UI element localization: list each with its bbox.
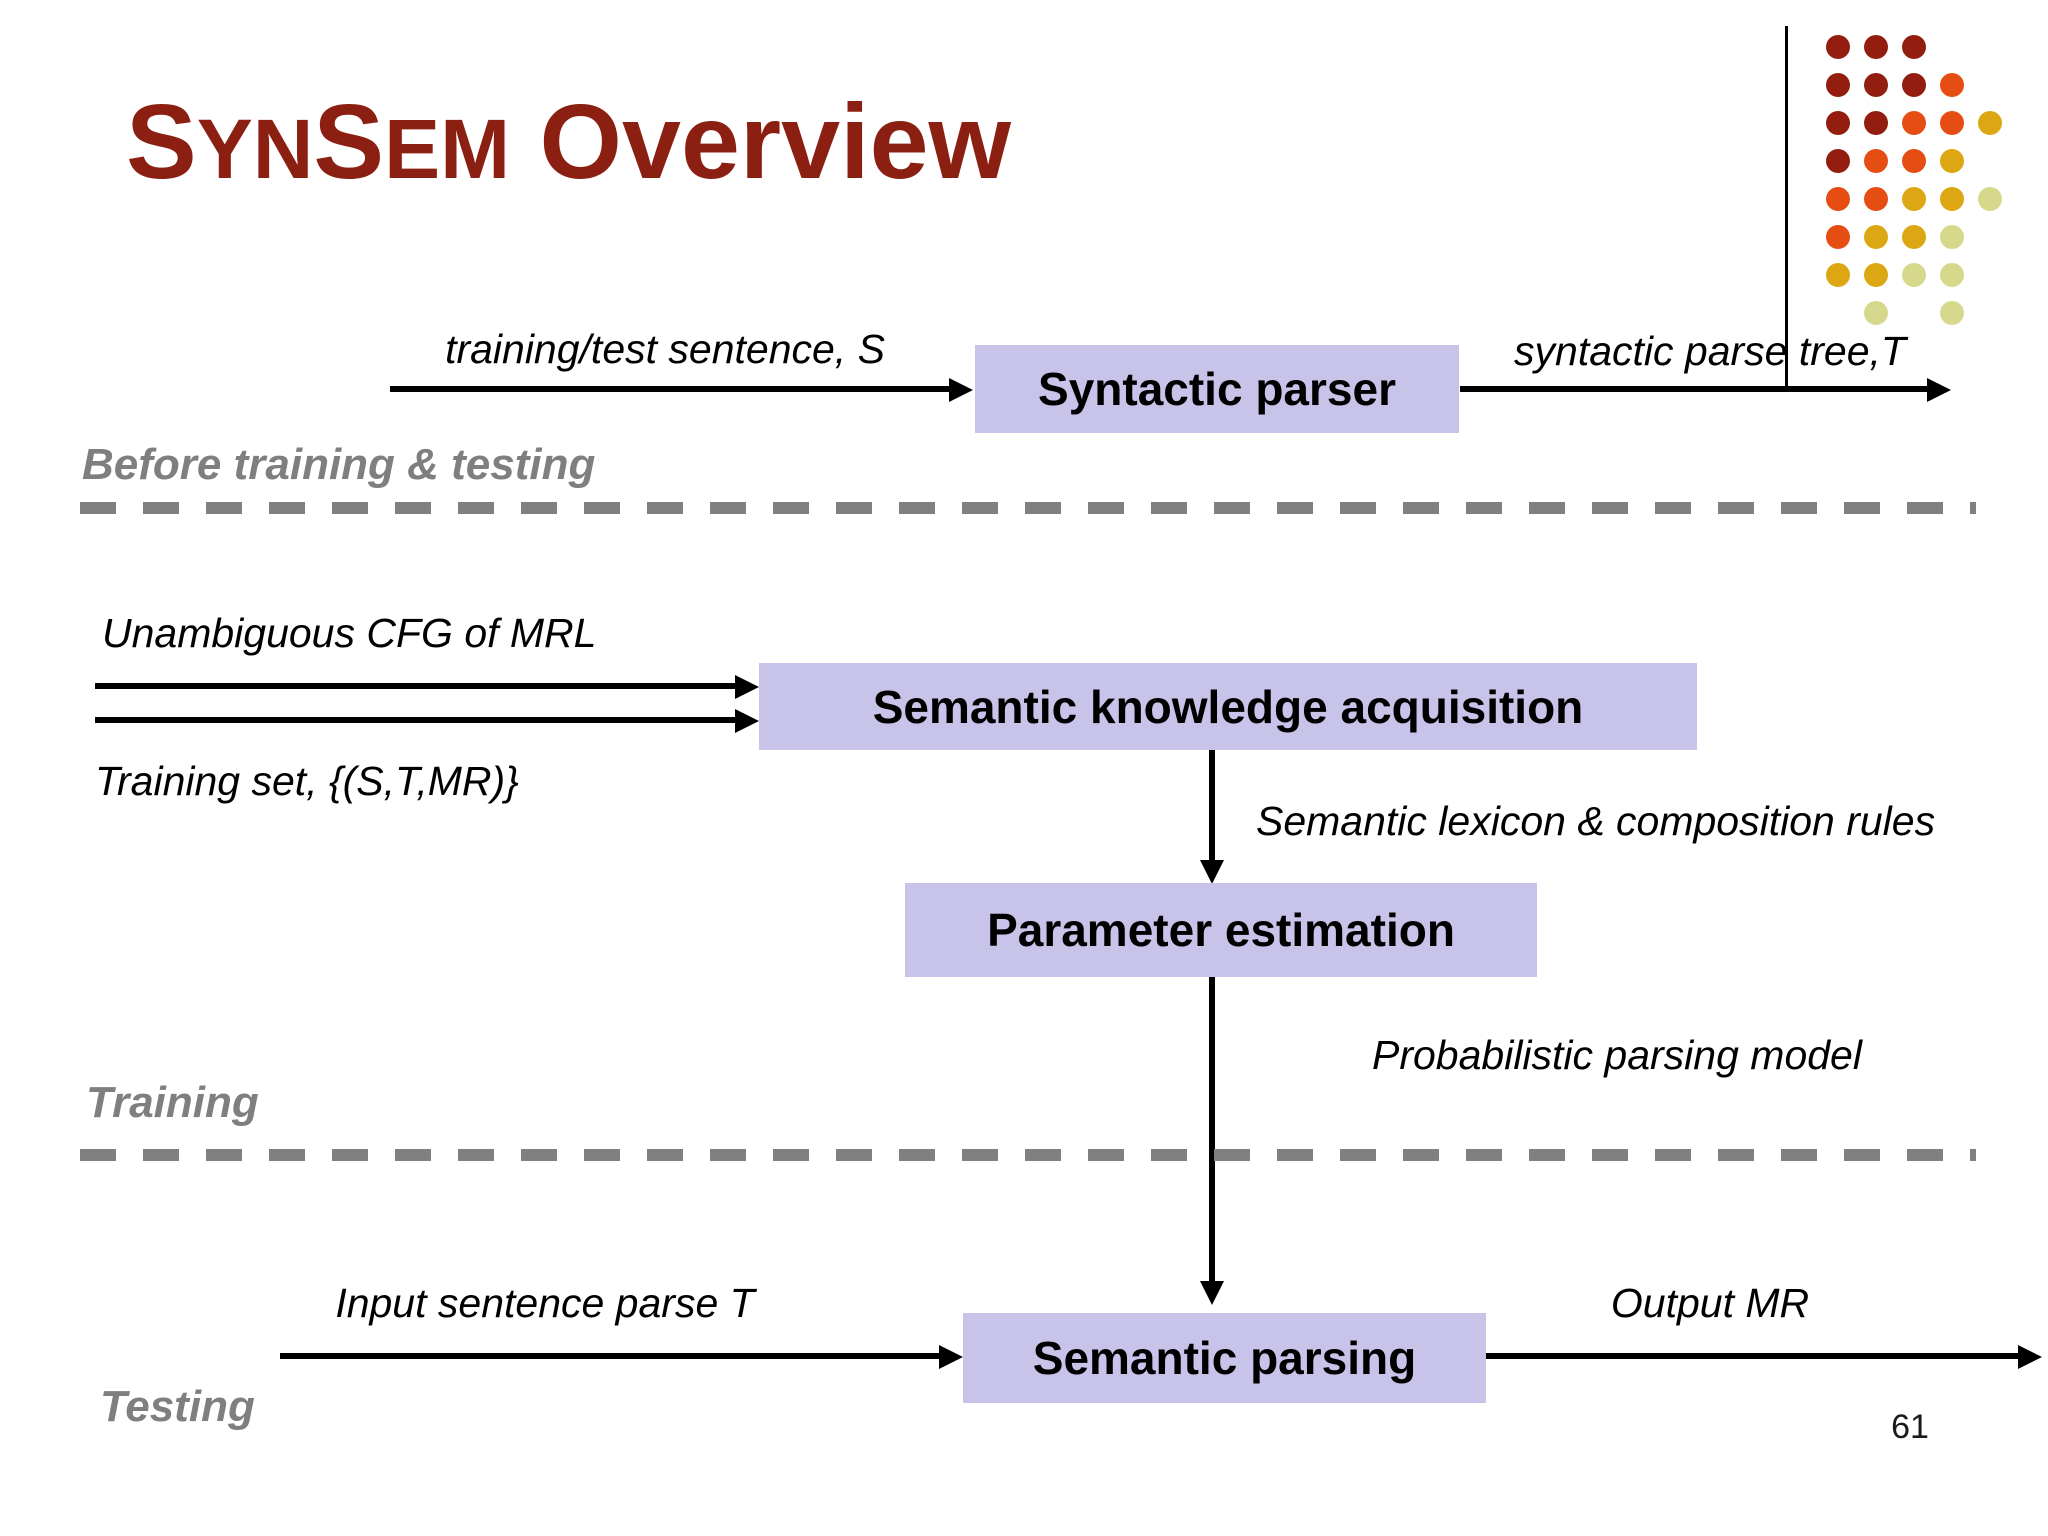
decorative-dot (1826, 111, 1850, 135)
decorative-dot (1940, 301, 1964, 325)
arrow-to-parameter-estimation (1209, 750, 1215, 862)
arrowhead-icon (735, 675, 759, 699)
arrowhead-icon (1927, 378, 1951, 402)
decorative-dot (1864, 35, 1888, 59)
box-semantic-knowledge-acquisition: Semantic knowledge acquisition (759, 663, 1697, 750)
arrow-out-of-syntactic-parser (1460, 386, 1928, 392)
arrow-output-mr (1486, 1353, 2020, 1359)
phase-label-training: Training (86, 1078, 259, 1127)
box-semantic-parsing: Semantic parsing (963, 1313, 1486, 1403)
decorative-dot (1940, 225, 1964, 249)
arrow-into-syntactic-parser (390, 386, 951, 392)
decorative-dot (1902, 263, 1926, 287)
arrowhead-icon (2018, 1345, 2042, 1369)
arrow-to-semantic-parsing (1209, 977, 1215, 1283)
vertical-rule-decoration (1785, 26, 1788, 392)
box-parameter-estimation: Parameter estimation (905, 883, 1537, 977)
decorative-dot (1826, 35, 1850, 59)
decorative-dot (1902, 35, 1926, 59)
decorative-dot (1826, 263, 1850, 287)
decorative-dot (1978, 111, 2002, 135)
label-output-mr: Output MR (1610, 1280, 1810, 1326)
box-syntactic-parser: Syntactic parser (975, 345, 1459, 433)
arrowhead-icon (1200, 860, 1224, 884)
decorative-dot (1902, 149, 1926, 173)
decorative-dot (1902, 225, 1926, 249)
decorative-dot (1864, 73, 1888, 97)
label-semantic-lexicon: Semantic lexicon & composition rules (1256, 798, 1936, 844)
decorative-dot (1940, 187, 1964, 211)
decorative-dot (1940, 149, 1964, 173)
arrowhead-icon (939, 1345, 963, 1369)
decorative-dot (1864, 301, 1888, 325)
arrowhead-icon (1200, 1281, 1224, 1305)
decorative-dot (1864, 187, 1888, 211)
decorative-dot (1826, 187, 1850, 211)
decorative-dot (1978, 187, 2002, 211)
arrow-into-semantic-parsing (280, 1353, 940, 1359)
phase-divider (80, 502, 1976, 514)
phase-label-testing: Testing (100, 1382, 255, 1431)
title-segment: S (126, 83, 197, 201)
label-input-sentence-parse: Input sentence parse T (335, 1280, 755, 1326)
page-number: 61 (1891, 1408, 1929, 1446)
decorative-dot (1826, 225, 1850, 249)
arrowhead-icon (735, 709, 759, 733)
decorative-dot (1902, 73, 1926, 97)
decorative-dot (1864, 263, 1888, 287)
label-probabilistic-parsing-model: Probabilistic parsing model (1372, 1032, 1862, 1078)
decorative-dot (1864, 111, 1888, 135)
label-syntactic-parse-tree: syntactic parse tree,T (1514, 328, 1906, 374)
title-segment: YN (196, 102, 314, 196)
title-segment: EM (384, 102, 511, 196)
arrowhead-icon (949, 378, 973, 402)
title-segment: S (313, 83, 385, 201)
arrow-training-set-input (95, 717, 737, 723)
decorative-dot (1940, 73, 1964, 97)
label-training-set: Training set, {(S,T,MR)} (95, 758, 519, 804)
decorative-dot (1902, 187, 1926, 211)
label-unambiguous-cfg: Unambiguous CFG of MRL (102, 610, 597, 656)
decorative-dot (1864, 225, 1888, 249)
phase-label-before-training-testing: Before training & testing (82, 440, 596, 489)
decorative-dot (1940, 263, 1964, 287)
phase-divider (80, 1149, 1976, 1161)
title-segment: Overview (510, 83, 1011, 201)
label-training-test-sentence: training/test sentence, S (445, 326, 885, 372)
decorative-dot (1940, 111, 1964, 135)
decorative-dot (1826, 149, 1850, 173)
decorative-dot (1864, 149, 1888, 173)
decorative-dot (1826, 73, 1850, 97)
decorative-dot (1902, 111, 1926, 135)
slide-title: SYNSEM Overview (126, 84, 1011, 201)
arrow-cfg-input (95, 683, 737, 689)
